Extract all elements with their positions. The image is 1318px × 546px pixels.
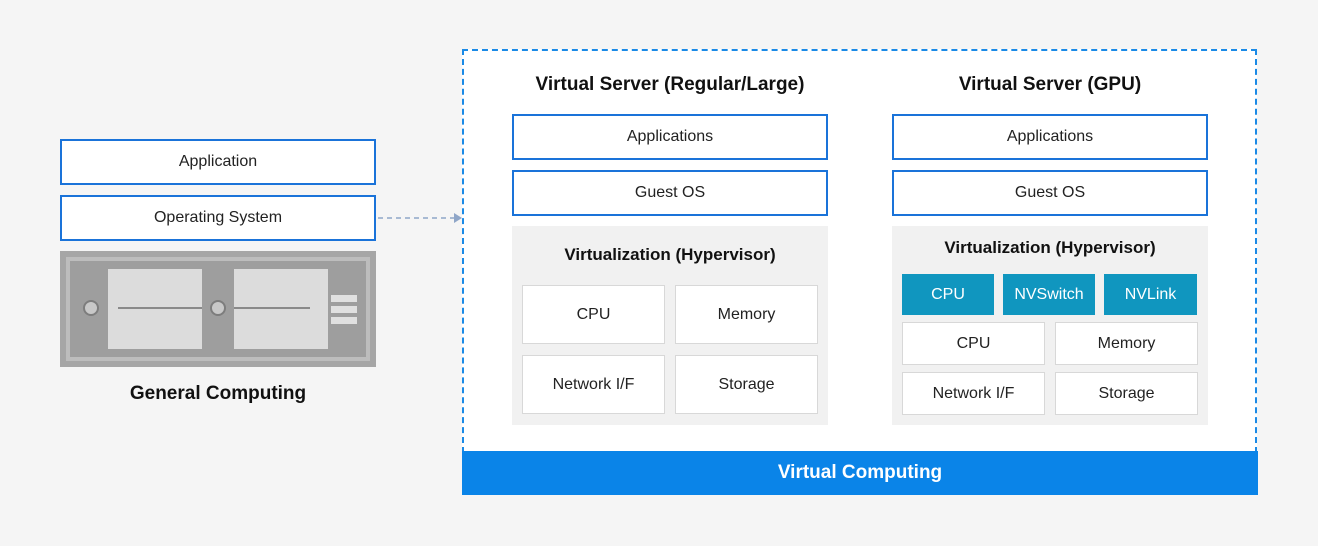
gpu-nvlink-cell: NVLink [1104, 274, 1197, 315]
gpu-accent-cpu-label: CPU [931, 285, 965, 303]
regular-cpu-cell: CPU [522, 285, 665, 344]
gpu-memory-cell: Memory [1055, 322, 1198, 365]
virtual-computing-label: Virtual Computing [777, 462, 943, 483]
gpu-cpu-cell: CPU [902, 322, 1045, 365]
gpu-applications-box: Applications [892, 114, 1208, 160]
virtual-computing-bar: Virtual Computing [462, 451, 1258, 495]
gpu-cpu-label: CPU [956, 334, 991, 352]
gpu-network-label: Network I/F [932, 384, 1015, 402]
regular-applications-box: Applications [512, 114, 828, 160]
gpu-nvswitch-cell: NVSwitch [1003, 274, 1095, 315]
gpu-guest-os-box: Guest OS [892, 170, 1208, 216]
gpu-hypervisor-title: Virtualization (Hypervisor) [944, 238, 1156, 257]
application-label: Application [178, 153, 258, 170]
gpu-storage-cell: Storage [1055, 372, 1198, 415]
gpu-hypervisor-panel: Virtualization (Hypervisor) CPU NVSwitch… [892, 226, 1208, 425]
gpu-server-title: Virtual Server (GPU) [958, 74, 1142, 95]
arrow-right-icon [378, 213, 462, 223]
gpu-guest-os-label: Guest OS [1014, 184, 1086, 201]
gpu-network-cell: Network I/F [902, 372, 1045, 415]
regular-storage-label: Storage [718, 375, 775, 393]
server-icon [60, 251, 376, 367]
regular-hypervisor-title: Virtualization (Hypervisor) [564, 245, 776, 264]
regular-memory-cell: Memory [675, 285, 818, 344]
gpu-applications-label: Applications [1006, 128, 1094, 145]
gpu-accent-cpu-cell: CPU [902, 274, 994, 315]
gpu-storage-label: Storage [1098, 384, 1155, 402]
regular-cpu-label: CPU [576, 305, 611, 323]
general-computing-title: General Computing [129, 383, 307, 404]
regular-hypervisor-panel: Virtualization (Hypervisor) CPU Memory N… [512, 226, 828, 425]
regular-storage-cell: Storage [675, 355, 818, 414]
gpu-memory-label: Memory [1097, 334, 1156, 352]
regular-server-title: Virtual Server (Regular/Large) [535, 74, 805, 95]
operating-system-label: Operating System [153, 209, 283, 226]
gpu-nvswitch-label: NVSwitch [1014, 285, 1084, 303]
regular-memory-label: Memory [717, 305, 776, 323]
operating-system-box: Operating System [60, 195, 376, 241]
regular-guest-os-box: Guest OS [512, 170, 828, 216]
regular-guest-os-label: Guest OS [634, 184, 706, 201]
regular-network-label: Network I/F [552, 375, 635, 393]
application-box: Application [60, 139, 376, 185]
regular-applications-label: Applications [626, 128, 714, 145]
gpu-nvlink-label: NVLink [1124, 285, 1177, 303]
regular-network-cell: Network I/F [522, 355, 665, 414]
